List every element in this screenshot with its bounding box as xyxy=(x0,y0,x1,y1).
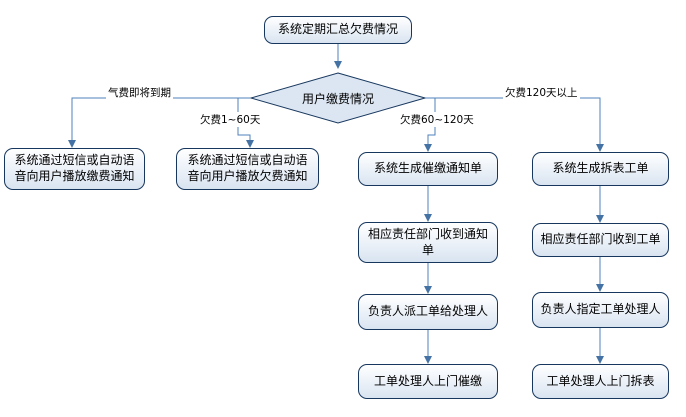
node-generate-collection-notice: 系统生成催缴通知单 xyxy=(358,152,498,186)
node-play-arrears-notice: 系统通过短信或自动语音向用户播放欠费通知 xyxy=(176,148,319,190)
decision-label: 用户缴费情况 xyxy=(301,91,374,106)
node-doorstep-meter-removal: 工单处理人上门拆表 xyxy=(532,364,669,399)
edge-label-due-soon: 气费即将到期 xyxy=(106,85,173,100)
node-decision: 用户缴费情况 xyxy=(249,72,427,124)
node-dept-receives-notice: 相应责任部门收到通知单 xyxy=(358,222,498,263)
node-designate-order-handler: 负责人指定工单处理人 xyxy=(532,292,669,328)
node-assign-workorder: 负责人派工单给处理人 xyxy=(358,294,498,330)
diamond-shape xyxy=(249,72,427,124)
node-start: 系统定期汇总欠费情况 xyxy=(264,16,412,44)
node-generate-meter-removal-order: 系统生成拆表工单 xyxy=(532,152,669,186)
edge-label-120-days-plus: 欠费120天以上 xyxy=(503,85,580,100)
edge-label-60-120-days: 欠费60~120天 xyxy=(398,112,476,127)
arrowhead-icons xyxy=(68,61,604,364)
node-play-payment-notice: 系统通过短信或自动语音向用户播放缴费通知 xyxy=(4,148,145,190)
node-dept-receives-order: 相应责任部门收到工单 xyxy=(532,223,669,257)
node-doorstep-collection: 工单处理人上门催缴 xyxy=(358,364,498,399)
edge-label-1-60-days: 欠费1~60天 xyxy=(198,112,263,127)
